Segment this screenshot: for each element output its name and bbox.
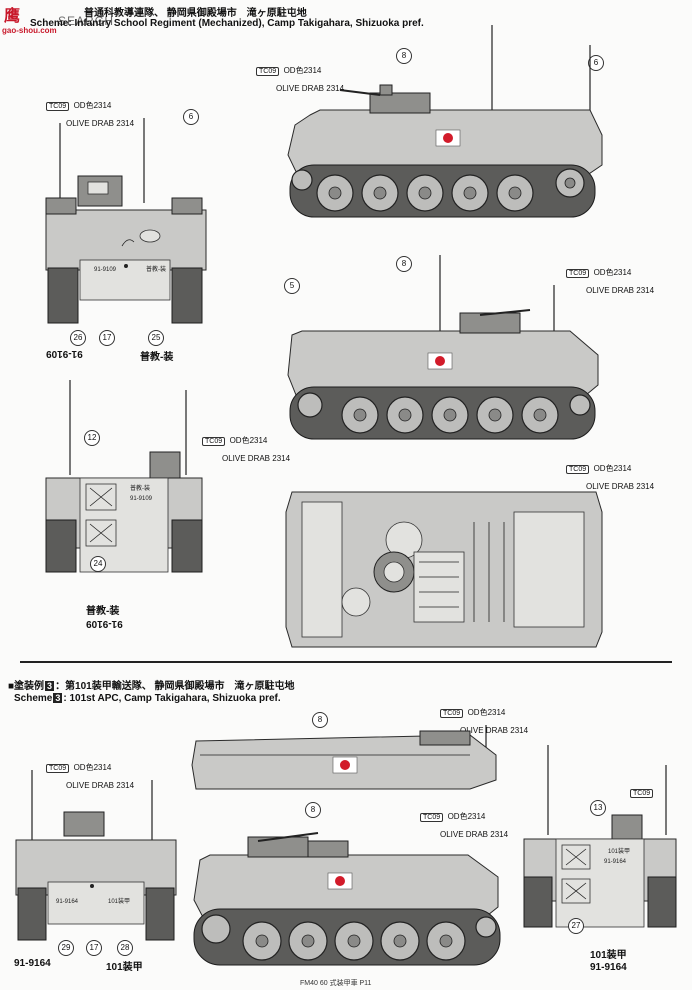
color-jp: OD色2314 [73,101,112,110]
callout-28: 28 [117,940,133,956]
unit-label-front-3: 101装甲 [106,962,143,973]
callout-25: 25 [148,330,164,346]
callout-8c: 8 [312,712,328,728]
callout-12: 12 [84,430,100,446]
callout-29: 29 [58,940,74,956]
footer-text: FM40 60 式装甲車 P11 [300,980,372,987]
callout-8d: 8 [305,802,321,818]
rear-view-scheme2: 普教-装 91-9109 [45,380,203,573]
color-note-side-1: TC09 OD色2314 OLIVE DRAB 2314 [256,60,344,96]
callout-6a: 6 [183,109,199,125]
scheme3-prefix-en: Scheme [14,693,53,704]
color-jp: OD色2314 [229,436,268,445]
tc-code: TC09 [420,813,444,822]
color-note-front-1: TC09 OD色2314 OLIVE DRAB 2314 [46,95,134,131]
scheme2-text: : Infantry School Regiment (Mechanized),… [68,18,424,29]
unit-label-front: 普教-装 [140,352,174,363]
plate-label-front: 91-9109 [46,348,83,359]
color-note-top: TC09 OD色2314 OLIVE DRAB 2314 [566,458,654,494]
scheme3-number: 3 [45,681,55,691]
rear-view-scheme3: 101装甲 91-9164 [523,745,677,928]
tc-code: TC09 [46,102,70,111]
plate-text: 91-9109 [130,496,153,502]
unit-label-rear-3: 101装甲 [590,950,627,961]
plate-label-rear: 91-9109 [86,618,123,629]
front-view-scheme3: 91-9164 101装甲 [15,770,177,941]
plate-text: 91-9109 [94,267,117,273]
callout-8b: 8 [396,256,412,272]
color-en: OLIVE DRAB 2314 [66,119,135,128]
top-view-scheme2 [285,491,603,648]
section-divider [20,661,672,663]
scheme3-number-en: 3 [53,693,63,703]
color-en: OLIVE DRAB 2314 [460,726,529,735]
scheme2-header-en: Scheme: Infantry School Regiment (Mechan… [30,18,424,29]
side-view-1-scheme2 [287,25,603,218]
color-en: OLIVE DRAB 2314 [440,830,509,839]
color-jp: OD色2314 [593,464,632,473]
callout-5: 5 [284,278,300,294]
tc-code: TC09 [566,269,590,278]
tc-code: TC09 [440,709,464,718]
scheme2-header-jp: 普通科教導連隊、 静岡県御殿場市 滝ヶ原駐屯地 [84,8,307,19]
tc-code: TC09 [566,465,590,474]
unit-text: 101装甲 [108,897,130,905]
color-jp: OD色2314 [73,763,112,772]
color-jp: OD色2314 [467,708,506,717]
top-side-view-scheme3 [191,725,497,790]
scheme2-prefix: Scheme [30,18,69,29]
scheme3-jp: ：第101装甲輸送隊、 静岡県御殿場市 滝ヶ原駐屯地 [55,681,295,692]
callout-17b: 17 [86,940,102,956]
color-note-side-3: TC09 OD色2314 OLIVE DRAB 2314 [420,806,508,842]
watermark-url: gao-shou.com [2,26,57,35]
callout-6b: 6 [588,55,604,71]
callout-13: 13 [590,800,606,816]
side-view-2-scheme2 [287,255,599,440]
watermark-search: SEARCH [58,14,115,28]
unit-text: 普教-装 [130,484,150,492]
callout-8a: 8 [396,48,412,64]
unit-label-rear: 普教-装 [86,606,120,617]
tc-code: TC09 [630,789,654,798]
color-note-side-2: TC09 OD色2314 OLIVE DRAB 2314 [566,262,654,298]
color-note-top-3: TC09 OD色2314 OLIVE DRAB 2314 [440,702,528,738]
color-note-rear-1: TC09 OD色2314 OLIVE DRAB 2314 [202,430,290,466]
unit-text: 普教-装 [146,265,166,273]
unit-text: 101装甲 [608,847,630,855]
callout-27: 27 [568,918,584,934]
logo-glyph: 鹰 [4,8,20,25]
plate-text: 91-9164 [56,899,79,905]
color-en: OLIVE DRAB 2314 [276,84,345,93]
plate-text: 91-9164 [604,859,627,865]
callout-17a: 17 [99,330,115,346]
color-jp: OD色2314 [593,268,632,277]
callout-26: 26 [70,330,86,346]
color-jp: OD色2314 [447,812,486,821]
callout-24: 24 [90,556,106,572]
color-note-rear-3: TC09 [630,782,654,800]
scheme3-prefix-jp: ■塗装例 [8,681,45,692]
color-jp: OD色2314 [283,66,322,75]
color-en: OLIVE DRAB 2314 [586,286,655,295]
side-view-scheme3 [193,832,501,966]
scheme3-en: : 101st APC, Camp Takigahara, Shizuoka p… [63,693,281,704]
plate-label-front-3: 91-9164 [14,958,51,969]
color-en: OLIVE DRAB 2314 [66,781,135,790]
color-note-front-3: TC09 OD色2314 OLIVE DRAB 2314 [46,757,134,793]
watermark-logo: 鹰 [4,2,20,26]
tc-code: TC09 [256,67,280,76]
color-en: OLIVE DRAB 2314 [222,454,291,463]
color-en: OLIVE DRAB 2314 [586,482,655,491]
plate-label-rear-3: 91-9164 [590,962,627,973]
front-view-scheme2: 91-9109 普教-装 [45,118,207,324]
